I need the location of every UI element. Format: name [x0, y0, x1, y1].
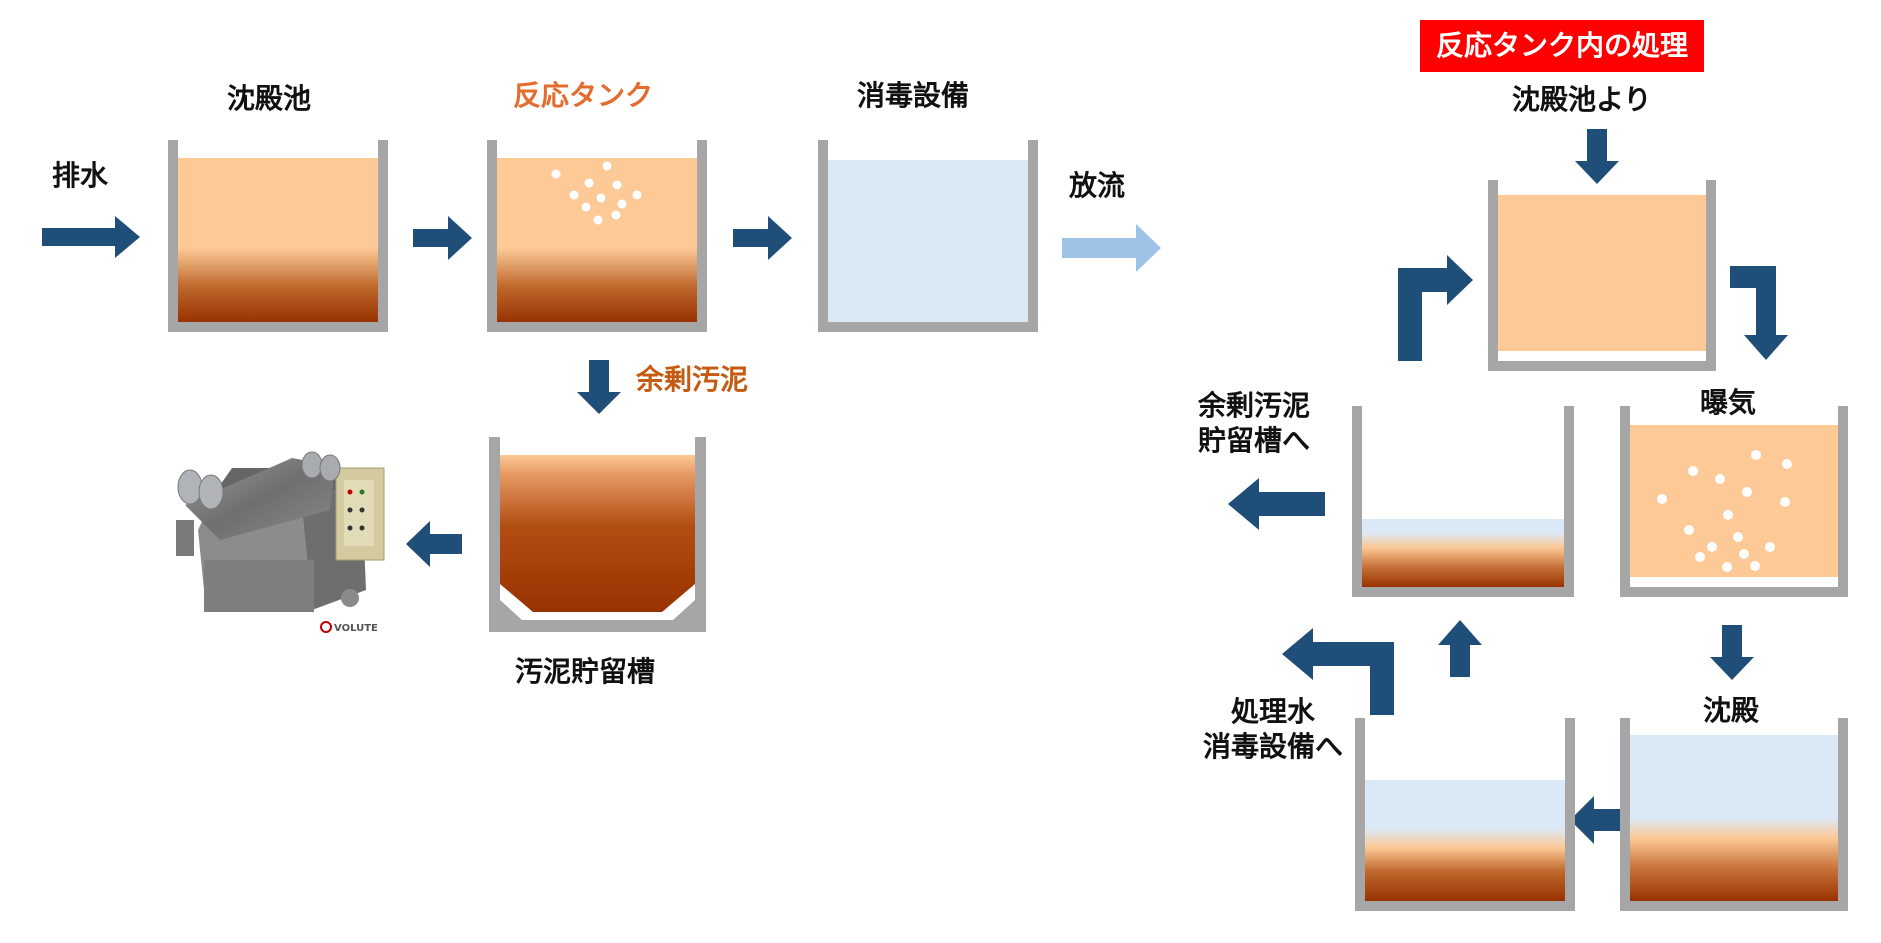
volute-logo-icon [320, 621, 332, 633]
disinfection-label: 消毒設備 [857, 79, 970, 112]
volute-brand: VOLUTE [334, 623, 378, 634]
disinfection-tank [818, 140, 1038, 332]
arrow-sludge-to-press [406, 521, 462, 567]
arrow-up-to-excess [1438, 620, 1482, 677]
arrow-settling-to-treated [1570, 796, 1620, 844]
discharge-arrow [1062, 224, 1161, 272]
arrow-treated-out-elbow [1282, 628, 1394, 715]
settling-tank [168, 140, 388, 332]
arrow-excess-sludge-out [1228, 478, 1325, 530]
from-settling-label: 沈殿池より [1512, 83, 1652, 116]
influent-arrow [42, 216, 140, 258]
discharge-label: 放流 [1069, 169, 1126, 202]
treated-water-label: 処理水 消毒設備へ [1203, 694, 1343, 764]
reaction-cycle-title-badge: 反応タンク内の処理 [1420, 20, 1705, 72]
cycle-settling-tank [1620, 718, 1848, 911]
excess-sludge-tank [1352, 406, 1574, 597]
excess-sludge-line1: 余剰汚泥 [1198, 389, 1311, 422]
treated-water-line2: 消毒設備へ [1202, 730, 1343, 763]
reaction-tank [487, 140, 707, 332]
aeration-tank [1620, 406, 1848, 597]
arrow-to-aeration-elbow [1730, 266, 1788, 360]
excess-sludge-storage-label: 余剰汚泥 貯留槽へ [1198, 388, 1310, 458]
sludge-storage-tank [489, 437, 706, 632]
arrow-from-settling [1575, 129, 1619, 184]
arrow-aeration-to-settling [1710, 625, 1754, 680]
cycle-inflow-tank [1488, 180, 1716, 371]
aeration-bubbles [551, 161, 642, 225]
treated-water-tank [1355, 718, 1575, 911]
dewatering-press-image: VOLUTE [176, 451, 385, 634]
sludge-storage-label: 汚泥貯留槽 [515, 655, 656, 688]
reaction-tank-label: 反応タンク [513, 79, 654, 112]
influent-label: 排水 [52, 159, 109, 192]
aeration-bubbles-cycle [1657, 450, 1792, 572]
cycle-settling-label: 沈殿 [1703, 694, 1760, 727]
arrow-reaction-to-disinfection [733, 216, 792, 260]
treated-water-line1: 処理水 [1230, 695, 1315, 728]
arrow-return-elbow [1398, 255, 1473, 361]
aeration-label: 曝気 [1700, 386, 1757, 419]
settling-tank-label: 沈殿池 [227, 82, 312, 115]
arrow-reaction-to-sludge [577, 360, 621, 414]
arrow-settling-to-reaction [413, 216, 472, 260]
excess-sludge-label: 余剰汚泥 [636, 363, 749, 396]
excess-sludge-line2: 貯留槽へ [1198, 424, 1311, 457]
